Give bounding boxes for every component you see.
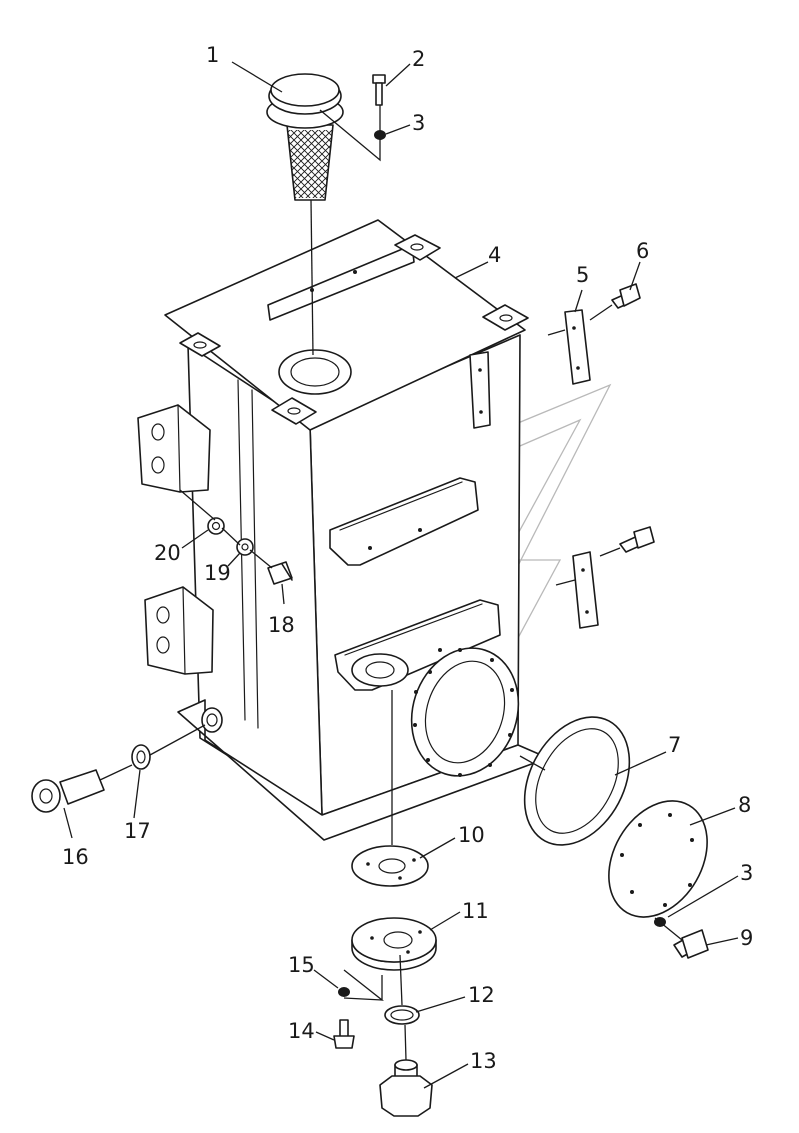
callout-18: 18 [268,613,295,637]
callout-11: 11 [462,899,489,923]
callout-8: 8 [738,793,751,817]
assembly-lines [99,105,683,1061]
part-12-seal-ring [384,1005,420,1025]
part-1-filler-cap-strainer [266,73,344,201]
left-mounting-bracket-lower [144,586,214,675]
callout-5: 5 [576,263,589,287]
callout-19: 19 [204,561,231,585]
part-14-bolt [333,1019,355,1049]
callout-16: 16 [62,845,89,869]
callout-12: 12 [468,983,495,1007]
part-15-washer [338,987,350,997]
part-4-tank-body [164,219,549,841]
part-5-mounting-strip [564,309,591,385]
callout-labels: 1 2 3 4 5 6 7 8 3 9 10 11 12 13 14 15 16… [62,43,753,1073]
part-6-bolt [611,283,641,309]
callout-2: 2 [412,47,425,71]
part-20-washer [207,517,225,535]
part-13-drain-plug [379,1059,433,1117]
callout-3: 3 [412,111,425,135]
part-11-flange [351,917,437,971]
callout-4: 4 [488,243,501,267]
callout-3-side: 3 [740,861,753,885]
callout-1: 1 [206,43,219,67]
part-8-cover-plate [608,800,708,918]
part-16-fitting [31,769,105,813]
part-9-bolt [673,929,709,959]
part-18-bolt [267,561,293,585]
callout-leaders [63,61,739,1089]
left-mounting-bracket-upper [137,404,211,493]
callout-7: 7 [668,733,681,757]
callout-14: 14 [288,1019,315,1043]
callout-15: 15 [288,953,315,977]
bolt-lower [619,526,655,553]
callout-9: 9 [740,926,753,950]
part-17-washer [131,744,151,770]
callout-13: 13 [470,1049,497,1073]
part-2-screw [372,74,386,106]
callout-6: 6 [636,239,649,263]
callout-10: 10 [458,823,485,847]
mounting-strip-lower [572,551,599,629]
callout-17: 17 [124,819,151,843]
callout-20: 20 [154,541,181,565]
part-7-gasket [523,716,631,846]
part-19-nut [236,538,254,556]
part-10-flange [351,845,429,887]
